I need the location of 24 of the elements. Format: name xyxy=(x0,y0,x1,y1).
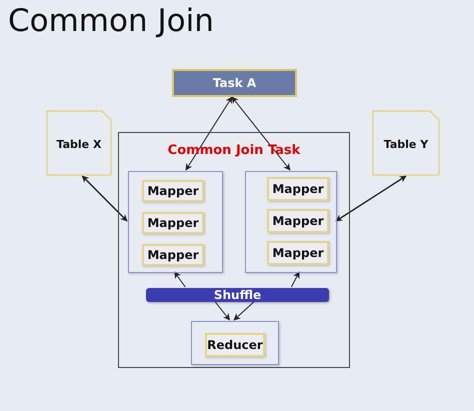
arrow xyxy=(233,300,256,320)
container-box xyxy=(128,171,223,273)
arrow xyxy=(335,175,407,222)
container-box xyxy=(191,321,279,365)
process-box: Mapper xyxy=(267,209,329,233)
arrow xyxy=(214,300,230,321)
container-box xyxy=(245,171,337,273)
arrow xyxy=(174,271,186,288)
process-box: Mapper xyxy=(267,241,329,265)
process-box: Reducer xyxy=(205,333,265,357)
process-box: Mapper xyxy=(142,212,204,234)
document-node: Table X xyxy=(46,110,112,176)
arrow xyxy=(82,176,128,222)
process-box: Mapper xyxy=(267,177,329,201)
arrow xyxy=(232,96,290,171)
title: Common Join xyxy=(8,2,214,40)
process-box: Mapper xyxy=(142,244,204,266)
arrow xyxy=(290,271,300,288)
group-box xyxy=(118,132,350,368)
task-box: Task A xyxy=(172,69,297,97)
document-node: Table Y xyxy=(372,110,440,176)
process-box: Mapper xyxy=(142,180,204,202)
arrow xyxy=(185,96,232,171)
shuffle-bar: Shuffle xyxy=(146,288,329,302)
